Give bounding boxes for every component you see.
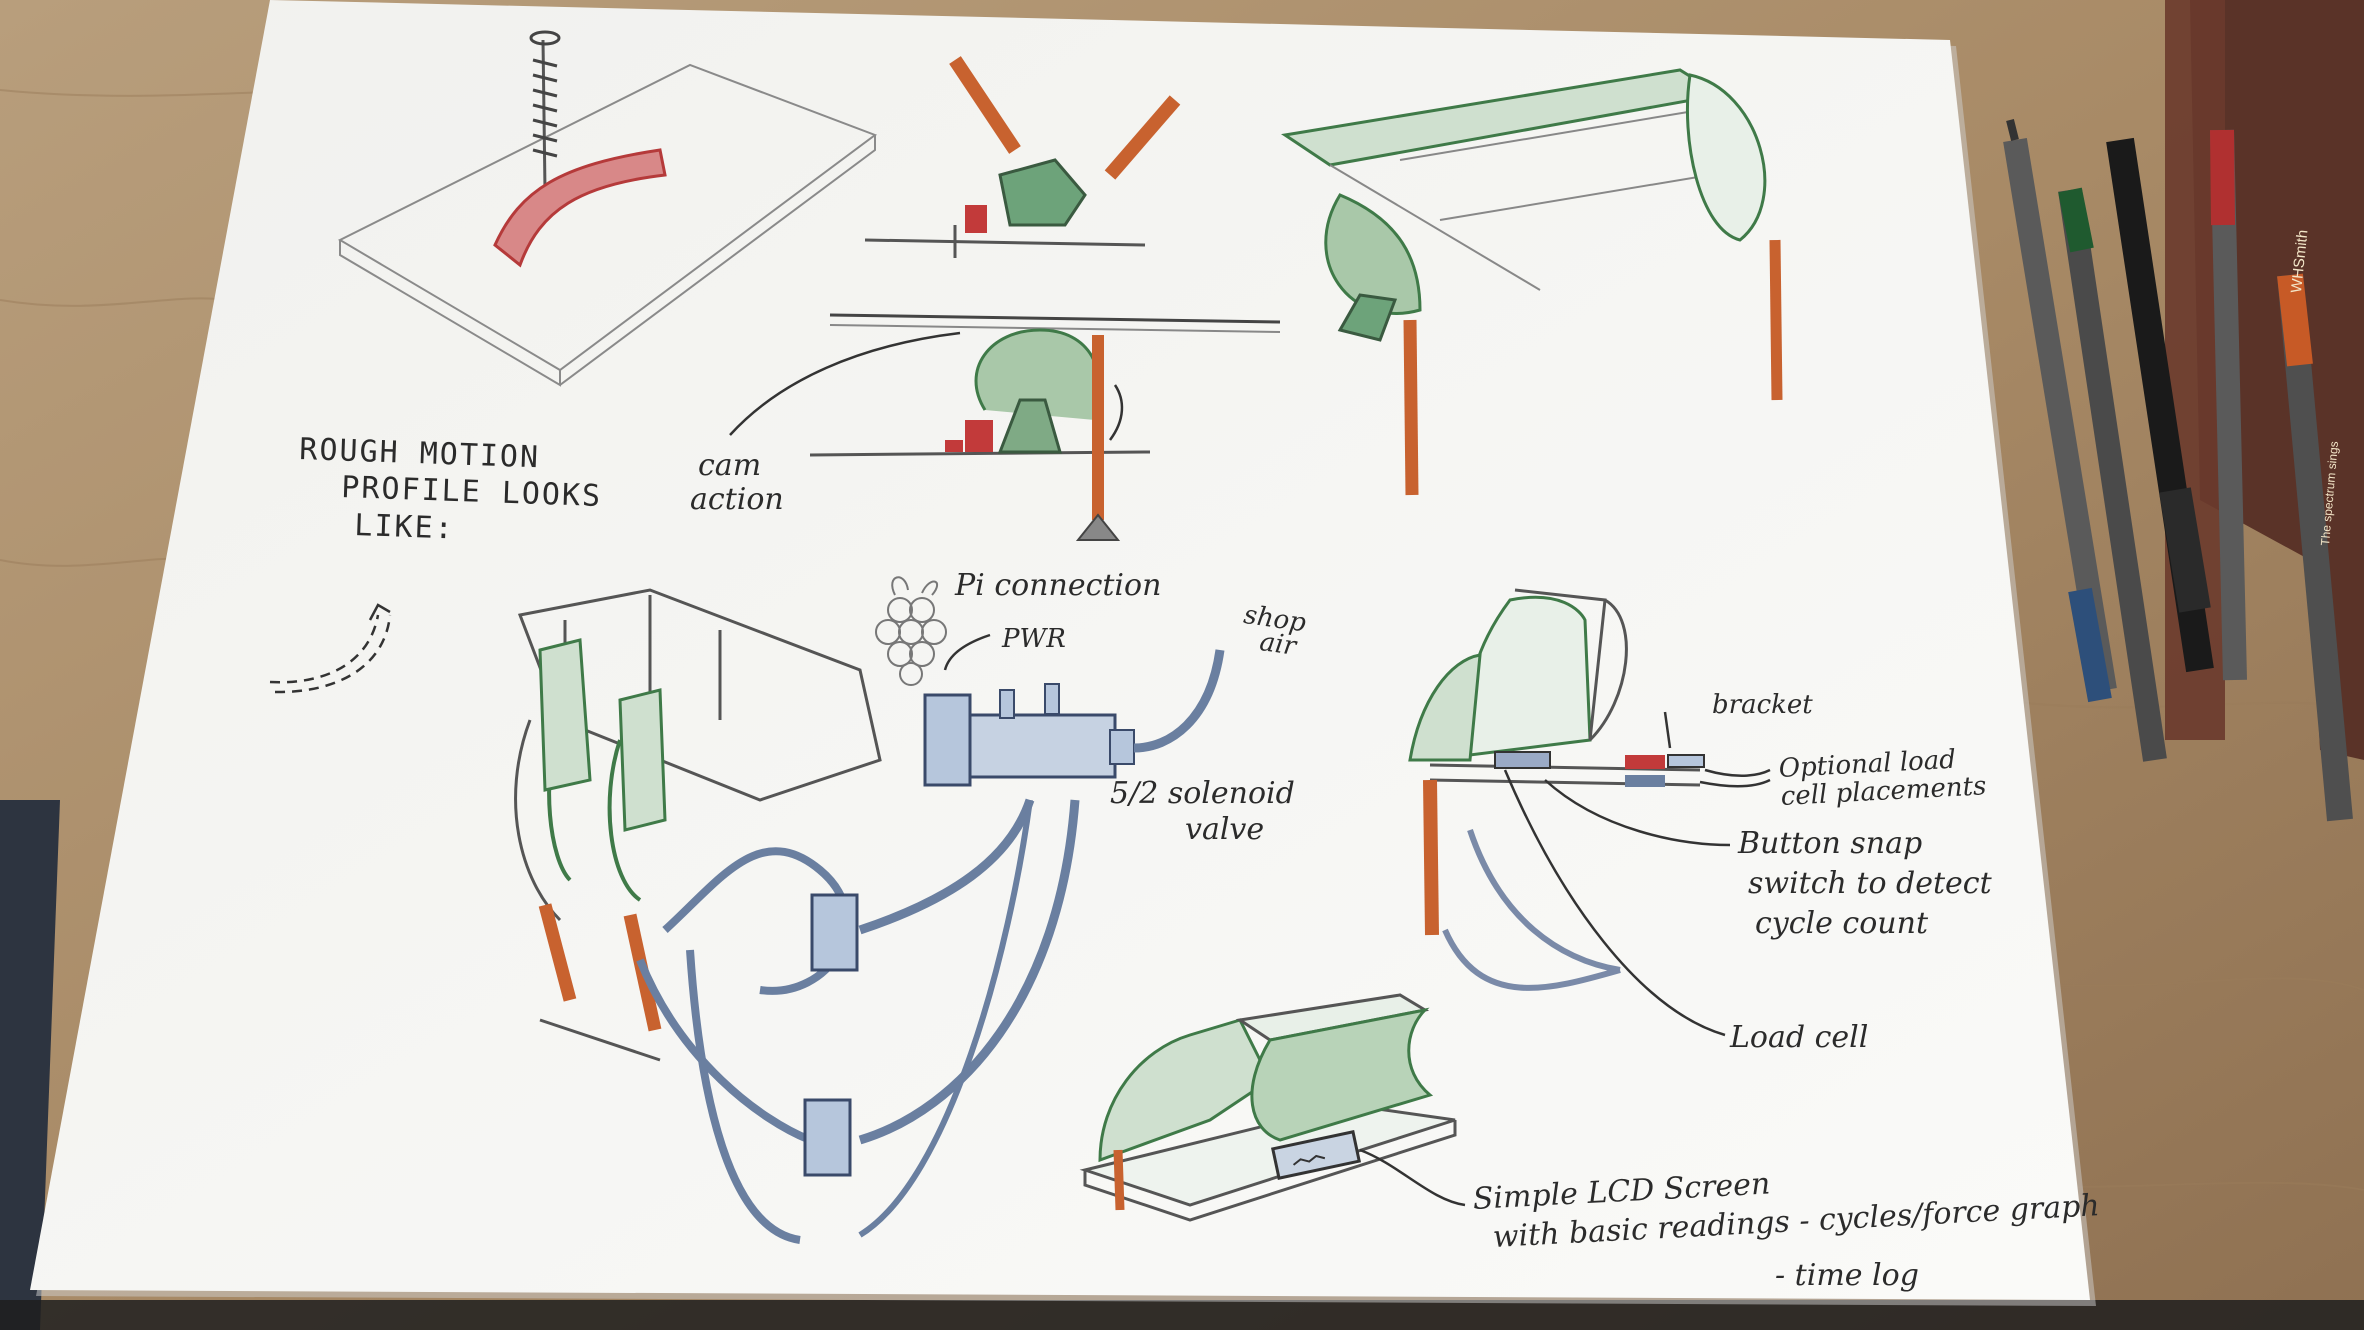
button-snap-note-line2: switch to detect [1748,866,1992,901]
pencils [2003,119,2353,822]
pwr-note: PWR [1002,624,1066,654]
sketch-plate-screw [337,30,878,387]
button-snap-note-line3: cycle count [1755,906,1928,941]
orange-top-pencil [2277,273,2353,822]
lcd-note-line3: - time log [1775,1258,1919,1293]
red-arc-part [493,148,667,268]
sketch-pneumatic-assembly [514,588,1225,1244]
sketch-cam-action [729,313,1281,541]
sketch-lever-top [864,56,1181,258]
cam-note-line1: cam [698,448,762,483]
shop-air-note-line2: air [1257,627,1298,662]
solenoid-note-line1: 5/2 solenoid [1110,776,1295,811]
raspberry-pi-icon [875,576,947,686]
sketch-load-cell-assembly [1408,588,1771,1037]
cam-note-line2: action [690,482,784,517]
load-cell-note: Load cell [1730,1020,1869,1055]
sketch-lcd-base [1079,993,1466,1222]
motion-profile-note-line3: LIKE: [353,508,456,547]
pi-connection-note: Pi connection [955,568,1162,603]
button-snap-note-line1: Button snap [1738,826,1923,861]
green-tip-pencil [2058,188,2167,762]
dark-mat [0,800,60,1330]
sketch-frame-top-right [1281,68,1783,496]
curved-arrow-icon [269,603,392,694]
sketch-paper [30,0,2090,1300]
bracket-note: bracket [1712,690,1813,720]
solenoid-note-line2: valve [1185,812,1265,847]
